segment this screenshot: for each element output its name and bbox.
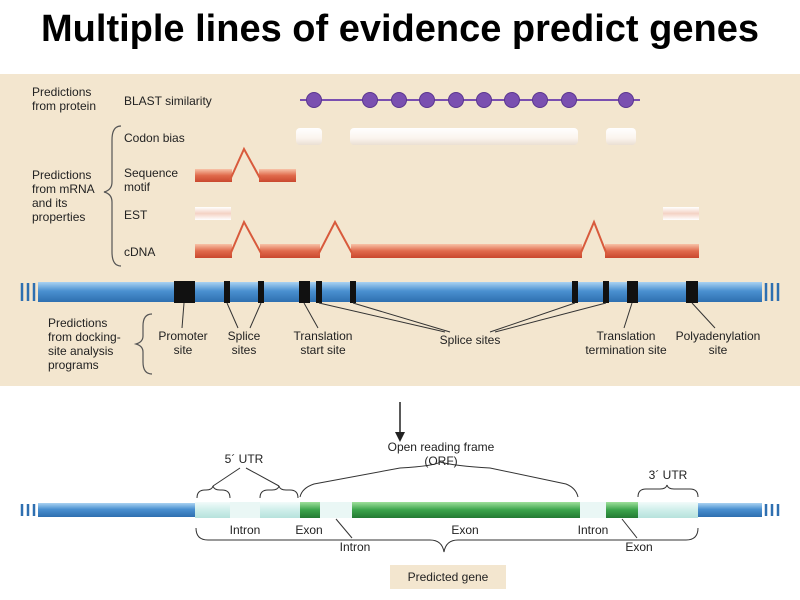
docking-brace	[133, 313, 153, 375]
blast-hit-dot	[419, 92, 435, 108]
section-label-protein: Predictions from protein	[32, 85, 97, 113]
promoter-marker	[174, 281, 195, 303]
intron-segment	[230, 502, 260, 518]
translation-termination-marker	[627, 281, 638, 303]
arrow-down-icon	[395, 402, 405, 442]
site-label-translation-start: Translation start site	[293, 329, 353, 357]
codon-bias-track	[296, 128, 636, 145]
splice-site-marker	[224, 281, 230, 303]
splice-site-marker	[316, 281, 322, 303]
evidence-panel	[0, 74, 800, 386]
blast-track	[300, 92, 640, 108]
blast-hit-dot	[448, 92, 464, 108]
track-label-est: EST	[124, 208, 148, 222]
exon-label: Exon	[295, 523, 323, 537]
section-label-docking: Predictions from docking- site analysis …	[48, 316, 121, 372]
site-leader-lines	[181, 302, 716, 333]
intron-label: Intron	[229, 523, 261, 537]
splice-site-marker	[350, 281, 356, 303]
blast-hit-dot	[618, 92, 634, 108]
splice-site-marker	[572, 281, 578, 303]
page-title: Multiple lines of evidence predict genes	[41, 8, 759, 50]
site-label-promoter: Promoter site	[158, 329, 208, 357]
track-label-motif: Sequence motif	[124, 166, 179, 194]
track-label-codon: Codon bias	[124, 131, 185, 145]
utr3-segment	[638, 502, 698, 518]
polyadenylation-marker	[686, 281, 698, 303]
predicted-gene-box	[390, 565, 506, 589]
intron-segment	[580, 502, 606, 518]
gene-braces	[195, 461, 699, 553]
site-label-translation-termination: Translation termination site	[585, 329, 667, 357]
mrna-brace	[103, 125, 122, 267]
exon-segment	[352, 502, 580, 518]
sequence-motif-track	[195, 146, 296, 182]
blast-hit-dot	[476, 92, 492, 108]
predicted-gene-label: Predicted gene	[407, 570, 489, 584]
site-label-splice-sites: Splice sites	[439, 333, 501, 347]
utr5-label: 5´ UTR	[224, 452, 264, 466]
utr3-label: 3´ UTR	[648, 468, 688, 482]
blast-hit-dot	[504, 92, 520, 108]
blast-hit-dot	[561, 92, 577, 108]
splice-site-marker	[258, 281, 264, 303]
exon-segment	[300, 502, 320, 518]
cdna-track	[195, 219, 699, 258]
splice-site-marker	[603, 281, 609, 303]
translation-start-marker	[299, 281, 310, 303]
orf-label: Open reading frame (ORF)	[387, 440, 495, 468]
utr5-segment	[195, 502, 230, 518]
exon-segment	[606, 502, 638, 518]
est-track	[195, 207, 699, 220]
predicted-gene-strand	[20, 502, 780, 518]
track-label-blast: BLAST similarity	[124, 94, 212, 108]
blast-hit-dot	[532, 92, 548, 108]
exon-label: Exon	[625, 540, 653, 554]
intron-segment	[320, 502, 352, 518]
site-label-splice: Splice sites	[227, 329, 261, 357]
utr5-segment	[260, 502, 300, 518]
intron-label: Intron	[339, 540, 371, 554]
blast-hit-dot	[391, 92, 407, 108]
exon-label: Exon	[451, 523, 479, 537]
intron-label: Intron	[577, 523, 609, 537]
genome-dna-strand	[20, 281, 780, 303]
site-label-polyadenylation: Polyadenylation site	[675, 329, 761, 357]
track-label-cdna: cDNA	[124, 245, 156, 259]
blast-hit-dot	[362, 92, 378, 108]
section-label-mrna: Predictions from mRNA and its properties	[32, 168, 95, 224]
blast-hit-dot	[306, 92, 322, 108]
